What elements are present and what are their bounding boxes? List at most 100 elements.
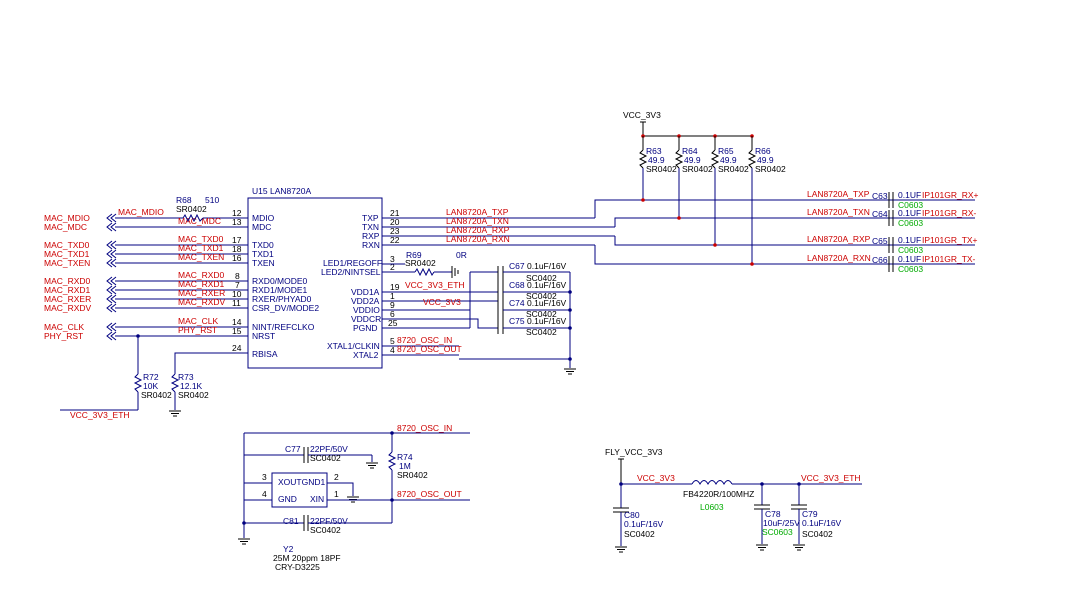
c66-value: 0.1UF (898, 254, 921, 264)
c77-ref: C77 (285, 444, 301, 454)
y2-body-label: XOUTGND1 (278, 477, 326, 487)
capacitor-c77: C77 22PF/50V SC0402 (244, 444, 379, 469)
pin-num: 23 (390, 226, 400, 236)
y2-xin-pin: XIN (310, 494, 324, 504)
c65-footprint: C0603 (898, 245, 923, 255)
y2-value: 25M 20ppm 18PF (273, 553, 341, 563)
c64-port: IP101GR_RX- (922, 208, 976, 218)
wire-label-rxer: MAC_RXER (178, 288, 225, 298)
pin-name: VDD2A (351, 296, 380, 306)
pin-name: VDD1A (351, 287, 380, 297)
c67-value: 0.1uF/16V (527, 261, 567, 271)
pin-num: 19 (390, 282, 400, 292)
r72-value: 10K (143, 381, 158, 391)
c79-footprint: SC0402 (802, 529, 833, 539)
r69-value: 0R (456, 250, 467, 260)
resistor-r63: R63 49.9 SR0402 (638, 136, 677, 202)
pin-name: PGND (353, 323, 378, 333)
pullup-supply: VCC_3V3 (623, 110, 661, 120)
c65-ref: C65 (872, 236, 888, 246)
pin-name: XTAL1/CLKIN (327, 341, 380, 351)
osc-in-label: 8720_OSC_IN (397, 423, 452, 433)
c79-ref: C79 (802, 509, 818, 519)
pin-num: 6 (390, 309, 395, 319)
pin-num: 5 (390, 336, 395, 346)
c66-net: LAN8720A_RXN (807, 253, 871, 263)
r65-value: 49.9 (720, 155, 737, 165)
y2-pin4: 4 (262, 489, 267, 499)
pin-num: 24 (232, 343, 242, 353)
c75-ref: C75 (509, 316, 525, 326)
resistor-r69: R69 0R SR0402 (405, 250, 467, 268)
c77-footprint: SC0402 (310, 453, 341, 463)
c67-footprint: SC0402 (526, 273, 557, 283)
wire-label-clk: MAC_CLK (178, 316, 218, 326)
c74-value: 0.1uF/16V (527, 298, 567, 308)
resistor-r73: R73 12.1K SR0402 (168, 352, 248, 417)
pin-name: LED1/REGOFF (323, 258, 382, 268)
pin-num: 4 (390, 345, 395, 355)
r73-value: 12.1K (180, 381, 203, 391)
wire-label-txen: MAC_TXEN (178, 252, 224, 262)
r64-footprint: SR0402 (682, 164, 713, 174)
eth-coupling: LAN8720A_TXP C63 0.1UF IP101GR_RX+ C0603… (807, 189, 978, 274)
pin-name: RXN (362, 240, 380, 250)
c75-value: 0.1uF/16V (527, 316, 567, 326)
pin-name: TXEN (252, 258, 275, 268)
pin-num: 2 (390, 262, 395, 272)
c66-footprint: C0603 (898, 264, 923, 274)
r68-ref: R68 (176, 195, 192, 205)
fb4-ref: FB4 (683, 489, 699, 499)
pin-num: 7 (235, 280, 240, 290)
mac-port-labels: MAC_MDIO MAC_MDC MAC_TXD0 MAC_TXD1 MAC_T… (44, 213, 92, 341)
pin-name: RBISA (252, 349, 278, 359)
c63-ref: C63 (872, 191, 888, 201)
c68-ref: C68 (509, 280, 525, 290)
y2-pin2: 2 (334, 472, 339, 482)
pin-num: 16 (232, 253, 242, 263)
resistor-r66: R66 49.9 SR0402 (747, 136, 786, 266)
wire-label-txd1: MAC_TXD1 (178, 243, 224, 253)
eth-line-c65: LAN8720A_RXP C65 0.1UF IP101GR_TX+ C0603 (807, 234, 978, 255)
pin-name: NRST (252, 331, 275, 341)
ic-u15: U15 LAN8720A 12 MDIO 13 MDC 17 TXD0 18 T… (232, 186, 400, 369)
pin-num: 13 (232, 217, 242, 227)
r64-ref: R64 (682, 146, 698, 156)
osc-out-label: 8720_OSC_OUT (397, 489, 462, 499)
mac-signals: MAC_MDIO MAC_MDC MAC_TXD0 MAC_TXD1 MAC_T… (44, 207, 248, 341)
wire-label-txp: LAN8720A_TXP (446, 207, 509, 217)
mac-port-txd0: MAC_TXD0 (44, 240, 90, 250)
resistor-r65: R65 49.9 SR0402 (710, 136, 749, 247)
c81-footprint: SC0402 (310, 525, 341, 535)
wire-label-rxp: LAN8720A_RXP (446, 225, 510, 235)
y2-pin1: 1 (334, 489, 339, 499)
pin-name: MDC (252, 222, 271, 232)
c81-ref: C81 (283, 516, 299, 526)
pin-name: RXD1/MODE1 (252, 285, 308, 295)
pin-num: 12 (232, 208, 242, 218)
c80-footprint: SC0402 (624, 529, 655, 539)
c74-footprint: SC0402 (526, 309, 557, 319)
c77-value: 22PF/50V (310, 444, 348, 454)
osc-out-net: 8720_OSC_OUT (397, 344, 462, 354)
c78-ref: C78 (765, 509, 781, 519)
fb4-value: 220R/100MHZ (699, 489, 754, 499)
capacitor-c80: C80 0.1uF/16V SC0402 (613, 482, 664, 553)
c75-footprint: SC0402 (526, 327, 557, 337)
r72-footprint: SR0402 (141, 390, 172, 400)
pin-num: 21 (390, 208, 400, 218)
mac-port-rxd1: MAC_RXD1 (44, 285, 91, 295)
y2-pin3: 3 (262, 472, 267, 482)
u15-left-pins: 12 MDIO 13 MDC 17 TXD0 18 TXD1 16 TXEN 8… (232, 208, 319, 359)
vcc-3v3-eth-net: VCC_3V3_ETH (801, 473, 861, 483)
wire-label-txd0: MAC_TXD0 (178, 234, 224, 244)
c78-value: 10uF/25V (763, 518, 800, 528)
wire-label-rxd0: MAC_RXD0 (178, 270, 225, 280)
wire-label-rxd1: MAC_RXD1 (178, 279, 225, 289)
pin-name: RXER/PHYAD0 (252, 294, 312, 304)
pin-num: 18 (232, 244, 242, 254)
r73-footprint: SR0402 (178, 390, 209, 400)
fb4-footprint: L0603 (700, 502, 724, 512)
mac-port-mdc: MAC_MDC (44, 222, 87, 232)
